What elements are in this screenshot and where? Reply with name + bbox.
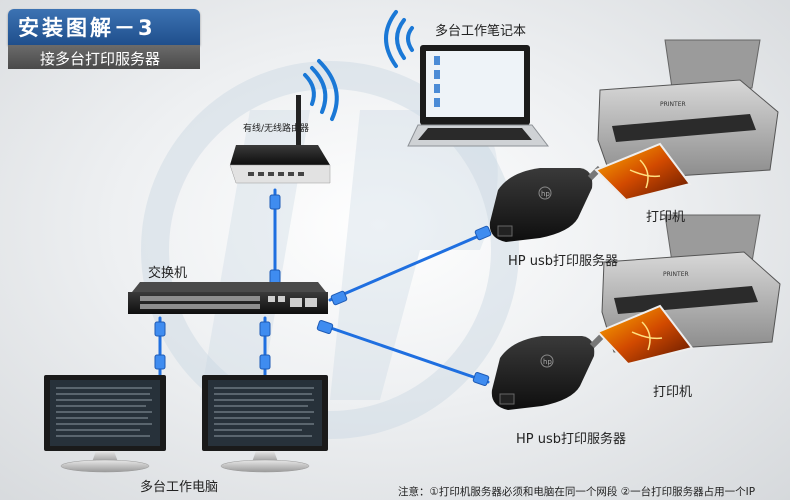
cable-plugs (154, 194, 492, 386)
desktop-pc-1 (44, 375, 166, 473)
desktop-pcs-label: 多台工作电脑 (140, 480, 219, 495)
printer-1: PRINTER (594, 39, 779, 202)
printer-2: PRINTER (596, 214, 781, 366)
subtitle-banner (8, 45, 200, 69)
printer-2-label: 打印机 (653, 385, 693, 400)
page-title: 安装图解－3 (18, 16, 156, 40)
laptop-label: 多台工作笔记本 (435, 24, 527, 39)
print-server-2-label: HP usb打印服务器 (516, 432, 627, 447)
network-switch (128, 282, 328, 314)
printer-2-brand: PRINTER (663, 271, 689, 278)
cable-switch-server-1 (328, 230, 490, 302)
print-server-1: hp (489, 165, 603, 242)
cable-switch-server-2 (323, 324, 490, 384)
router-label: 有线/无线路由器 (243, 124, 310, 134)
print-server-2: hp (491, 333, 605, 410)
laptop (384, 10, 550, 147)
page-subtitle: 接多台打印服务器 (40, 50, 161, 68)
footer-note: 注意：①打印机服务器必须和电脑在同一个网段 ②一台打印服务器占用一个IP (398, 486, 756, 498)
router-wifi-icon (303, 59, 339, 121)
hp-logo-1: hp (541, 190, 550, 198)
router (229, 59, 339, 184)
printer-1-label: 打印机 (646, 210, 686, 225)
title-banner (8, 9, 200, 45)
printer-1-brand: PRINTER (660, 101, 686, 108)
print-server-1-label: HP usb打印服务器 (508, 254, 619, 269)
switch-label: 交换机 (148, 266, 188, 281)
hp-logo-2: hp (543, 358, 552, 366)
laptop-wifi-icon (384, 10, 414, 68)
desktop-pc-2 (202, 375, 328, 473)
